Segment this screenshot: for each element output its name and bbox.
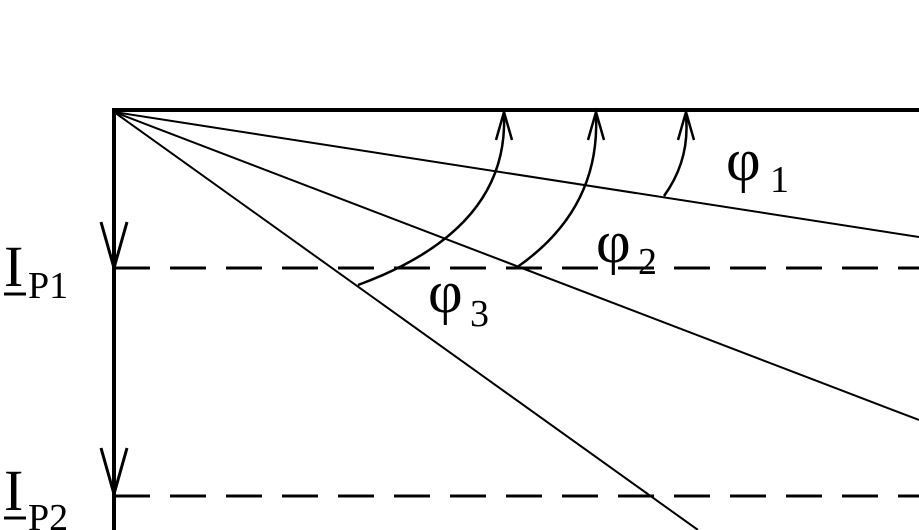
phasor-line-3 [113,111,699,530]
angle-arc-2-arrowhead [586,107,606,141]
label-phi2-main: φ [596,209,631,275]
label-ip2-main: I [4,458,23,523]
angle-arc-1 [662,115,688,197]
label-ip1-main: I [4,234,23,299]
label-phi3-sub: 3 [470,293,489,335]
label-phi1-main: φ [726,127,761,193]
angle-arc-3 [357,115,506,287]
label-phi1-sub: 1 [770,159,789,201]
label-phi2-sub: 2 [638,241,657,283]
label-ip2-sub: P2 [28,497,68,530]
label-phi3-main: φ [428,259,463,325]
angle-arc-2 [515,115,598,270]
phasor-line-1 [113,111,919,238]
label-ip1-sub: P1 [28,265,68,307]
phasor-line-2 [113,111,919,421]
arrowhead-ip2 [99,447,129,500]
angle-arc-1-arrowhead [676,107,696,141]
angle-arc-3-arrowhead [494,107,514,141]
